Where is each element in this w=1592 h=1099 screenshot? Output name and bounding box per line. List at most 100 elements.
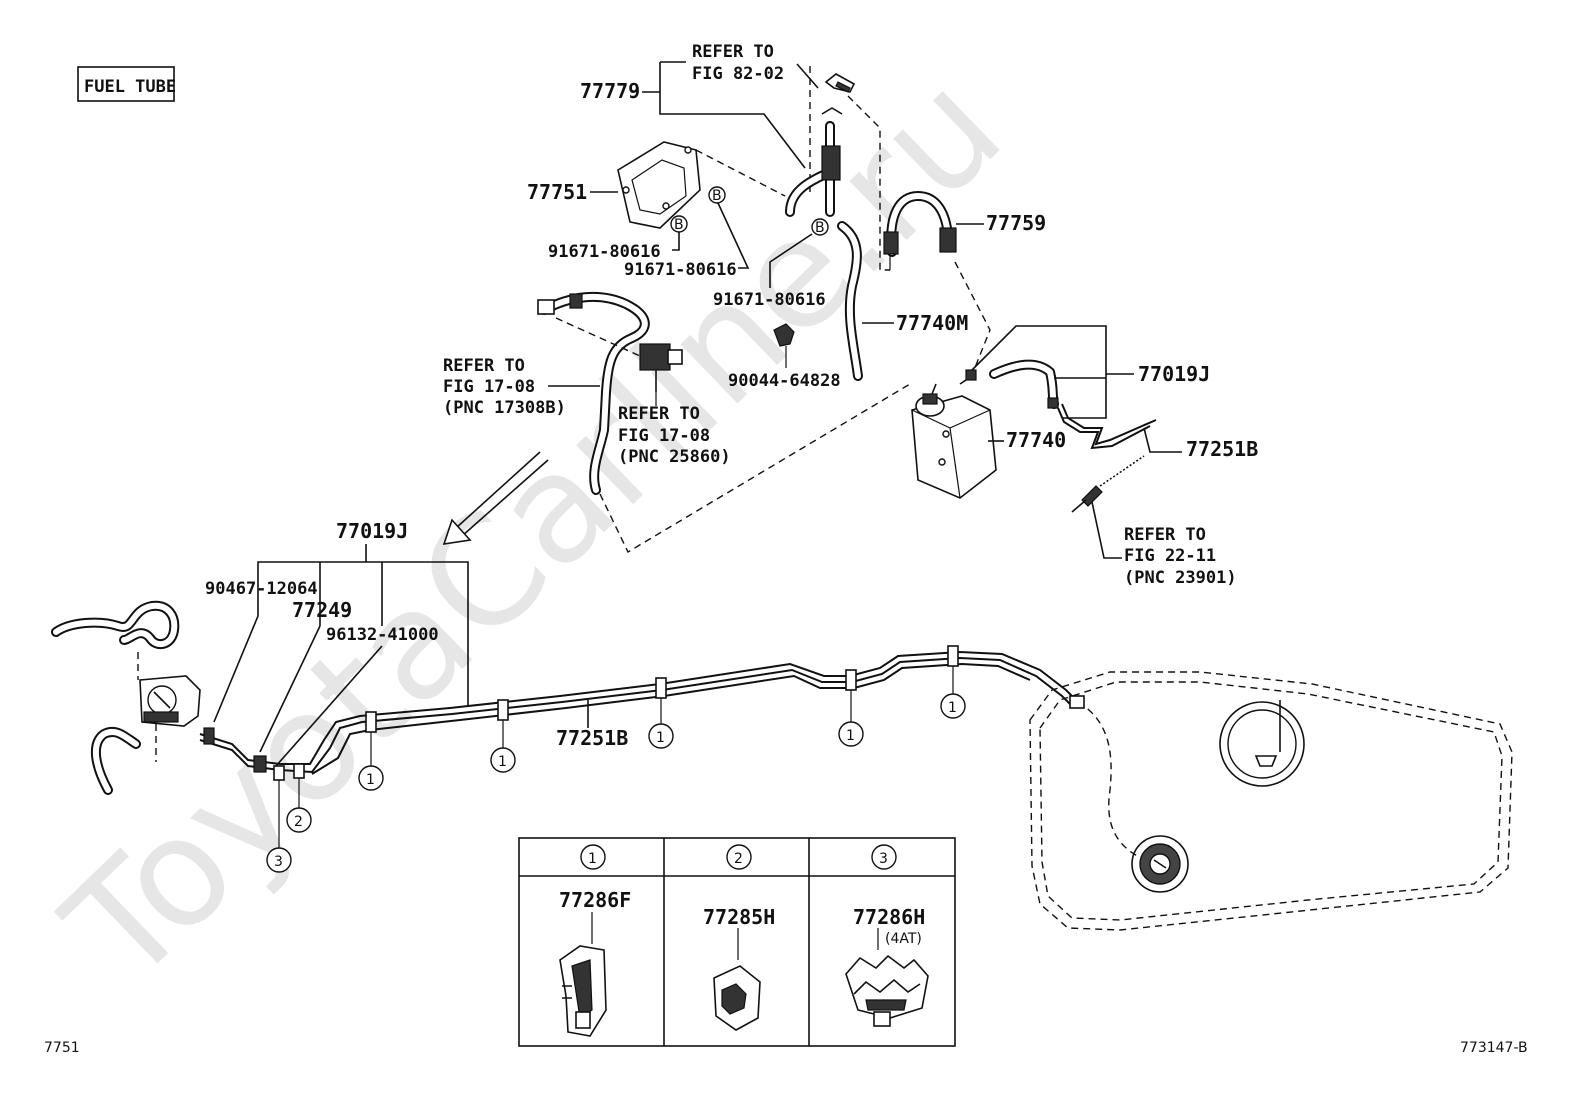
ref-17b-line2: FIG 17-08 — [618, 426, 710, 446]
hose-left-upper-icon — [51, 600, 180, 650]
bracket-77751-icon — [617, 141, 701, 229]
ref-17b-line3: (PNC 25860) — [618, 447, 731, 467]
legend-note-4at: (4AT) — [885, 931, 922, 947]
hose-left-lower-icon — [90, 726, 141, 795]
ref-17a-line1: REFER TO — [443, 356, 525, 376]
label-96132: 96132-41000 — [326, 625, 439, 645]
svg-text:1: 1 — [948, 700, 957, 716]
tube-77251b-top-icon — [1057, 403, 1157, 487]
bracket-77779 — [659, 62, 806, 169]
ref-82-line2: FIG 82-02 — [692, 64, 784, 84]
ref-22-line3: (PNC 23901) — [1124, 568, 1237, 588]
guide-dash-3 — [695, 149, 786, 197]
svg-text:3: 3 — [274, 854, 283, 870]
bolt-marker-1: B — [670, 215, 688, 233]
label-77779: 77779 — [580, 79, 640, 103]
label-77740m: 77740M — [896, 311, 968, 335]
svg-text:2: 2 — [734, 851, 743, 867]
svg-text:1: 1 — [588, 851, 597, 867]
ref-17b-line1: REFER TO — [618, 404, 700, 424]
label-90044: 90044-64828 — [728, 371, 841, 391]
label-91671-b: 91671-80616 — [624, 260, 737, 280]
hose-77019j-top-icon — [959, 359, 1059, 409]
bracket-77019j-top — [971, 325, 1107, 419]
hose-77740m-icon — [837, 221, 863, 381]
legend-part-77286h: 77286H — [853, 905, 925, 929]
leader-ref-22 — [1091, 501, 1122, 559]
footer-right-code: 773147-B — [1460, 1040, 1528, 1056]
label-77019j-mid: 77019J — [336, 519, 408, 543]
svg-text:1: 1 — [498, 754, 507, 770]
leader-91671-c — [769, 233, 813, 288]
clip-90044-icon — [773, 323, 795, 347]
label-91671-a: 91671-80616 — [548, 242, 661, 262]
guide-dash-6 — [599, 383, 911, 553]
guide-dash-4 — [954, 261, 991, 381]
clamp-marker-3: 3 — [266, 847, 292, 873]
svg-text:1: 1 — [656, 730, 665, 746]
legend-header-1: 1 — [580, 844, 606, 870]
fuel-pump-unit-icon — [139, 675, 201, 727]
bracket-part-icon — [824, 73, 856, 93]
clamp-legend-table — [518, 837, 956, 1047]
label-77251b-mid: 77251B — [556, 726, 628, 750]
legend-part-77285h: 77285H — [703, 905, 775, 929]
clamp-marker-d: 1 — [838, 721, 864, 747]
svg-text:2: 2 — [294, 814, 303, 830]
fuel-hose-fitting-icon — [1071, 485, 1103, 513]
title-box-frame — [77, 66, 175, 102]
label-77019j-top: 77019J — [1138, 362, 1210, 386]
leader-77249 — [259, 625, 321, 753]
svg-text:1: 1 — [366, 772, 375, 788]
legend-header-3: 3 — [871, 844, 897, 870]
guide-dash-2 — [847, 95, 890, 271]
legend-part-77286f: 77286F — [559, 888, 631, 912]
label-77249: 77249 — [292, 598, 352, 622]
legend-header-2: 2 — [726, 844, 752, 870]
bracket-77019j-mid — [257, 561, 469, 706]
bolt-marker-2: B — [708, 186, 726, 204]
svg-text:B: B — [712, 188, 722, 204]
leader-77251b-top — [1143, 427, 1182, 453]
ref-17a-line3: (PNC 17308B) — [443, 398, 566, 418]
hose-77759-icon — [883, 191, 957, 270]
ref-17a-line2: FIG 17-08 — [443, 377, 535, 397]
direction-arrow-icon — [442, 451, 549, 545]
hose-77779-icon — [785, 107, 843, 217]
bolt-marker-3: B — [811, 218, 829, 236]
clamp-marker-a: 1 — [358, 765, 384, 791]
title-box-label: FUEL TUBE — [84, 77, 176, 97]
footer-left-code: 7751 — [44, 1040, 80, 1056]
charcoal-canister-icon — [911, 383, 997, 499]
vsv-valve-icon — [639, 343, 683, 392]
svg-text:1: 1 — [846, 728, 855, 744]
clamp-marker-2: 2 — [286, 807, 312, 833]
leader-91671-a — [672, 232, 680, 251]
svg-text:3: 3 — [879, 851, 888, 867]
ref-82-leader — [796, 63, 819, 89]
svg-text:B: B — [815, 220, 825, 236]
clamp-77286f-icon — [559, 945, 607, 1037]
leader-96132 — [275, 645, 383, 767]
label-77251b-top: 77251B — [1186, 437, 1258, 461]
clamp-marker-e: 1 — [940, 693, 966, 719]
label-77759: 77759 — [986, 211, 1046, 235]
label-77751: 77751 — [527, 180, 587, 204]
clamp-marker-b: 1 — [490, 747, 516, 773]
clamp-marker-c: 1 — [648, 723, 674, 749]
fuel-tank-outline-icon — [1029, 671, 1513, 931]
guide-dash-5 — [555, 317, 641, 357]
clamp-77285h-icon — [713, 965, 761, 1031]
label-91671-c: 91671-80616 — [713, 290, 826, 310]
leader-90467 — [213, 615, 259, 723]
ref-22-line2: FIG 22-11 — [1124, 546, 1216, 566]
hose-17308b-icon — [537, 291, 650, 495]
label-77740: 77740 — [1006, 428, 1066, 452]
leader-91671-b — [717, 202, 750, 269]
ref-82-line1: REFER TO — [692, 42, 774, 62]
label-90467: 90467-12064 — [205, 579, 318, 599]
ref-22-line1: REFER TO — [1124, 525, 1206, 545]
svg-text:B: B — [674, 217, 684, 233]
